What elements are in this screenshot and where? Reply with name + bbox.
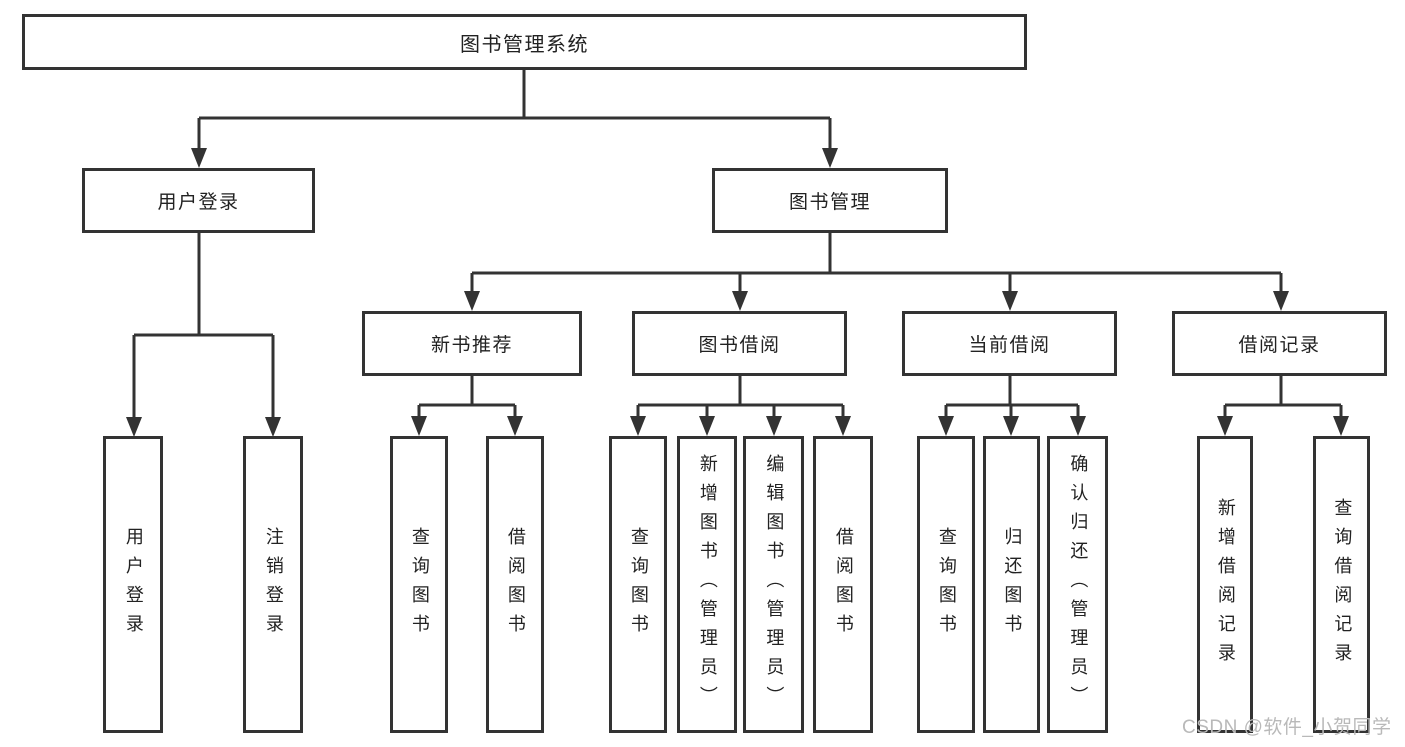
node-root: 图书管理系统: [22, 14, 1027, 70]
leaf-logout: 注销登录: [243, 436, 303, 733]
leaf-logout-label: 注销登录: [263, 526, 284, 643]
node-book-management-label: 图书管理: [788, 192, 871, 213]
node-borrow-records: 借阅记录: [1172, 311, 1387, 376]
leaf-edit-book: 编辑图书（管理员）: [743, 436, 804, 733]
leaf-edit-book-label: 编辑图书（管理员）: [764, 454, 785, 715]
leaf-query-borrow-record: 查询借阅记录: [1313, 436, 1370, 733]
node-book-borrow: 图书借阅: [632, 311, 847, 376]
node-root-label: 图书管理系统: [460, 33, 589, 56]
node-current-borrow-label: 当前借阅: [968, 335, 1051, 356]
leaf-borrow-book-2-label: 借阅图书: [833, 526, 854, 643]
leaf-query-borrow-record-label: 查询借阅记录: [1332, 497, 1353, 672]
leaf-query-book-1: 查询图书: [390, 436, 448, 733]
node-new-book-recommend: 新书推荐: [362, 311, 582, 376]
leaf-add-borrow-record-label: 新增借阅记录: [1215, 497, 1236, 672]
leaf-confirm-return-label: 确认归还（管理员）: [1068, 454, 1089, 715]
leaf-query-book-1-label: 查询图书: [409, 526, 430, 643]
leaf-query-book-2-label: 查询图书: [628, 526, 649, 643]
leaf-borrow-book-1: 借阅图书: [486, 436, 544, 733]
leaf-query-book-3: 查询图书: [917, 436, 975, 733]
node-user-login: 用户登录: [82, 168, 315, 233]
leaf-return-book-label: 归还图书: [1002, 526, 1023, 643]
node-new-book-recommend-label: 新书推荐: [430, 335, 513, 356]
leaf-add-borrow-record: 新增借阅记录: [1197, 436, 1253, 733]
node-user-login-label: 用户登录: [157, 192, 240, 213]
node-borrow-records-label: 借阅记录: [1238, 335, 1321, 356]
arrowheads: [126, 148, 1349, 437]
node-book-management: 图书管理: [712, 168, 948, 233]
leaf-add-book: 新增图书（管理员）: [677, 436, 737, 733]
leaf-confirm-return: 确认归还（管理员）: [1047, 436, 1108, 733]
leaf-borrow-book-1-label: 借阅图书: [505, 526, 526, 643]
csdn-watermark: CSDN @软件_小贺同学: [1182, 717, 1392, 738]
leaf-user-login-label: 用户登录: [123, 526, 144, 643]
leaf-query-book-2: 查询图书: [609, 436, 667, 733]
node-book-borrow-label: 图书借阅: [698, 335, 781, 356]
leaf-add-book-label: 新增图书（管理员）: [697, 454, 718, 715]
leaf-query-book-3-label: 查询图书: [936, 526, 957, 643]
leaf-user-login: 用户登录: [103, 436, 163, 733]
leaf-return-book: 归还图书: [983, 436, 1040, 733]
node-current-borrow: 当前借阅: [902, 311, 1117, 376]
leaf-borrow-book-2: 借阅图书: [813, 436, 873, 733]
